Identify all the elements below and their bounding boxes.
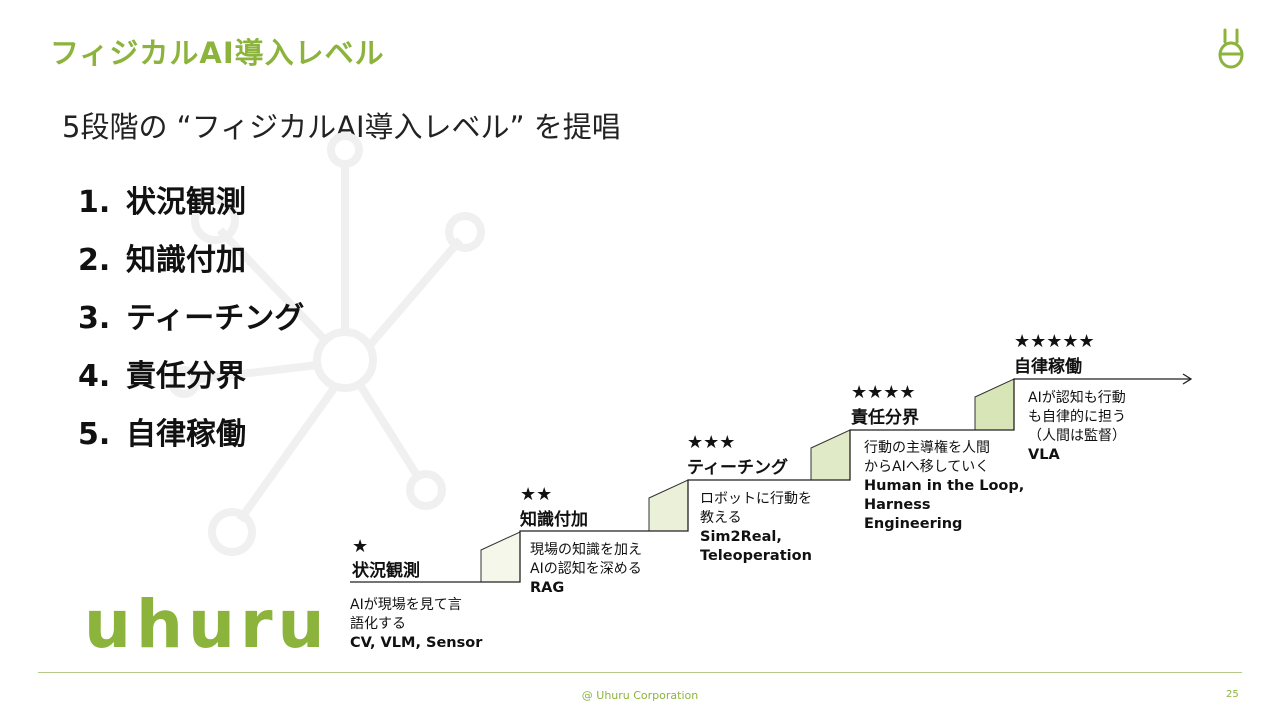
star-rating: ★★ [520, 484, 553, 505]
step-description: ロボットに行動を 教える Sim2Real, Teleoperation [700, 491, 812, 564]
step-title: 責任分界 [851, 408, 919, 428]
step-title: 自律稼働 [1014, 357, 1082, 377]
step-riser-4 [974, 378, 1015, 431]
step-riser-1 [480, 531, 521, 583]
page-number: 25 [1226, 689, 1239, 700]
level-item: 4.責任分界 [78, 359, 246, 394]
level-item: 1.状況観測 [78, 185, 246, 220]
star-rating: ★★★ [687, 432, 736, 453]
step-description: AIが現場を見て言 語化する CV, VLM, Sensor [350, 597, 483, 651]
step-riser-3 [810, 429, 851, 481]
step-riser-2 [648, 479, 689, 532]
level-item: 3.ティーチング [78, 301, 305, 336]
level-item: 5.自律稼働 [78, 417, 246, 452]
staircase-line [350, 378, 1190, 583]
step-description: 行動の主導権を人間 からAIへ移していく Human in the Loop, … [864, 440, 1025, 532]
uhuru-logo: uhuru [84, 586, 330, 663]
copyright-text: @ Uhuru Corporation [581, 689, 699, 702]
star-rating: ★★★★★ [1014, 331, 1095, 352]
star-rating: ★★★★ [851, 382, 916, 403]
step-title: 状況観測 [352, 561, 420, 581]
level-item: 2.知識付加 [78, 243, 246, 278]
step-description: AIが認知も行動 も自律的に担う （人間は監督） VLA [1028, 390, 1126, 463]
step-description: 現場の知識を加え AIの認知を深める RAG [530, 542, 642, 596]
footer-divider [38, 672, 1242, 673]
step-title: ティーチング [687, 458, 788, 478]
arrow-head [1182, 373, 1193, 385]
slide-title: フィジカルAI導入レベル [50, 36, 385, 70]
star-rating: ★ [352, 536, 369, 557]
step-title: 知識付加 [520, 510, 588, 530]
uhuru-logo-icon [1218, 28, 1244, 69]
background-network-graphic [170, 132, 485, 556]
level-list: 1.状況観測 2.知識付加 3.ティーチング 4.責任分界 5.自律稼働 [78, 180, 304, 470]
